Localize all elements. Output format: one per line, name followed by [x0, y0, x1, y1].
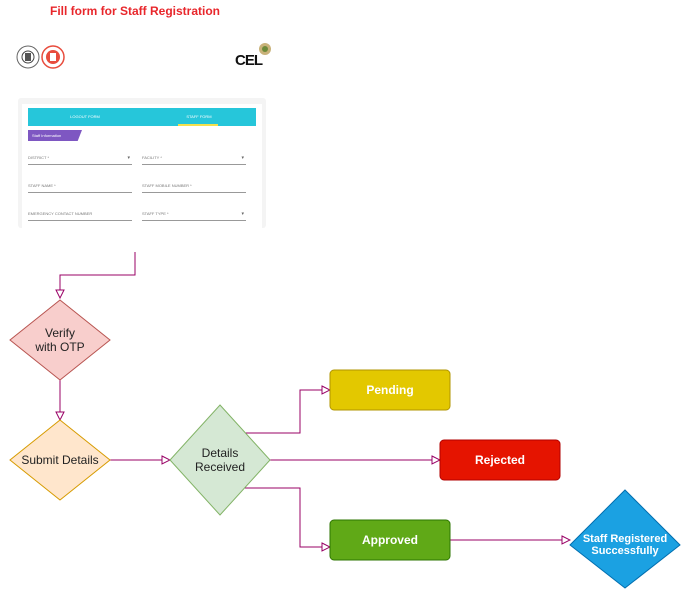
staff-mobile-input[interactable]: STAFF MOBILE NUMBER *	[142, 180, 246, 193]
form-screenshot: CEL LOGOUT FORM STAFF FORM Staff Informa…	[12, 40, 276, 228]
district-label: DISTRICT *	[28, 155, 50, 160]
staff-type-label: STAFF TYPE *	[142, 211, 169, 216]
rejected-box	[439, 439, 561, 481]
verify-otp-diamond	[9, 299, 111, 381]
facility-label: FACILITY *	[142, 155, 162, 160]
form-tab-bar: LOGOUT FORM STAFF FORM	[28, 108, 256, 126]
emergency-contact-input[interactable]: EMERGENCY CONTACT NUMBER	[28, 208, 132, 221]
facility-select[interactable]: FACILITY * ▾	[142, 152, 246, 165]
chevron-down-icon: ▾	[127, 155, 130, 161]
active-tab-indicator	[178, 124, 218, 126]
submit-details-diamond	[9, 419, 111, 501]
tab-staff-form[interactable]: STAFF FORM	[186, 114, 212, 119]
staff-mobile-label: STAFF MOBILE NUMBER *	[142, 183, 192, 188]
connector-form-to-verify	[60, 252, 136, 298]
details-received-diamond	[169, 404, 271, 516]
connector-details-to-pending	[245, 390, 330, 434]
form-body: LOGOUT FORM STAFF FORM Staff Information…	[22, 104, 262, 228]
staff-information-section-tag: Staff Information	[28, 130, 82, 141]
government-emblem-logos	[16, 45, 65, 69]
connector-details-to-approved	[245, 487, 330, 547]
pending-box	[329, 369, 451, 411]
tab-logout-form[interactable]: LOGOUT FORM	[70, 114, 100, 119]
chevron-down-icon: ▾	[241, 211, 244, 217]
form-card: LOGOUT FORM STAFF FORM Staff Information…	[18, 98, 266, 228]
district-select[interactable]: DISTRICT * ▾	[28, 152, 132, 165]
brand-emblem-icon	[259, 43, 271, 55]
diagram-title: Fill form for Staff Registration	[50, 4, 221, 18]
chevron-down-icon: ▾	[241, 155, 244, 161]
emergency-contact-label: EMERGENCY CONTACT NUMBER	[28, 211, 93, 216]
brand-logo-text: CEL	[235, 52, 263, 69]
staff-registered-diamond	[569, 489, 681, 589]
staff-type-select[interactable]: STAFF TYPE * ▾	[142, 208, 246, 221]
staff-name-label: STAFF NAME *	[28, 183, 56, 188]
staff-name-input[interactable]: STAFF NAME *	[28, 180, 132, 193]
approved-box	[329, 519, 451, 561]
